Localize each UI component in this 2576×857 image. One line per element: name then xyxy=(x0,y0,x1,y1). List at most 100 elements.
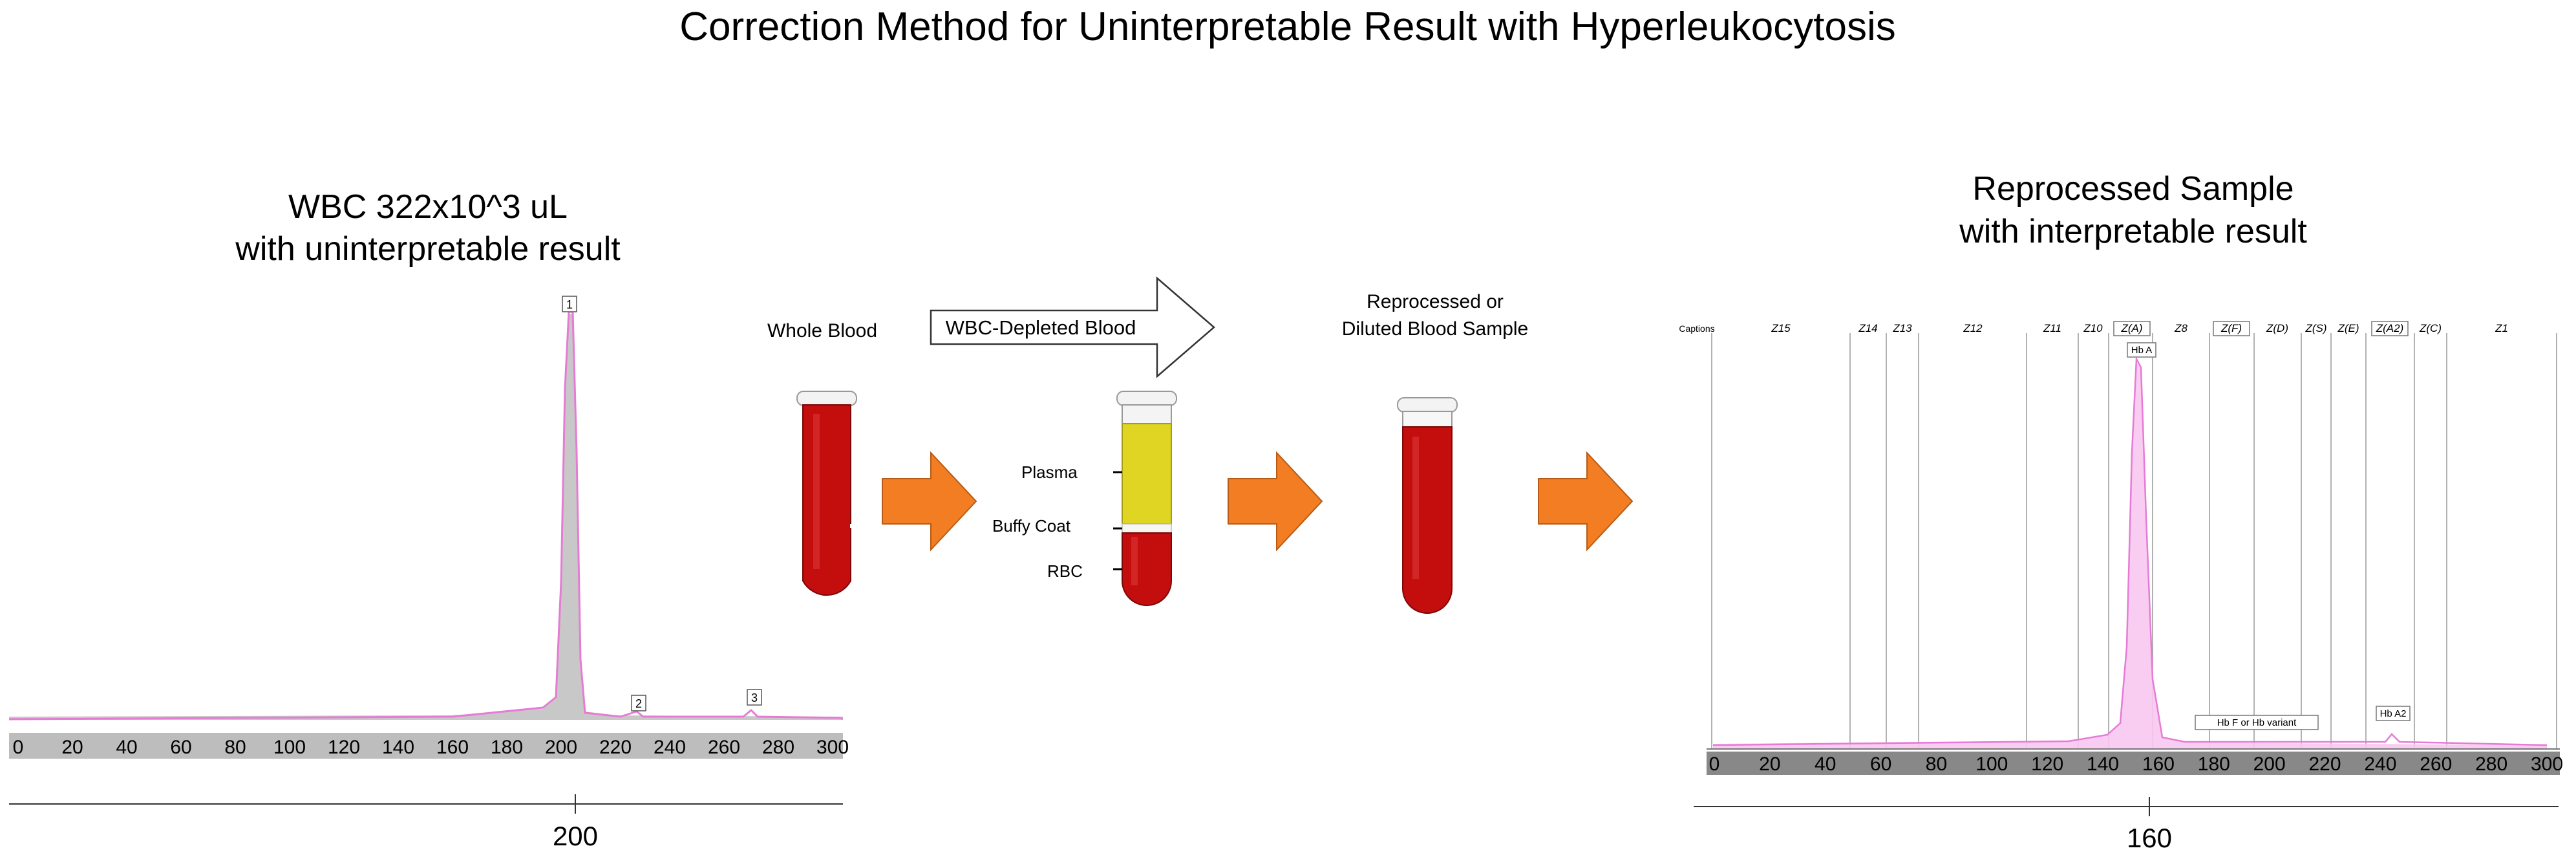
zone-label: Captions xyxy=(1679,323,1714,334)
left-axis-tick-label: 0 xyxy=(13,737,24,758)
zone-label-box xyxy=(2113,321,2151,336)
buffy-coat-label: Buffy Coat xyxy=(992,516,1070,536)
left-axis-tick-label: 40 xyxy=(116,737,137,758)
zone-label: Z11 xyxy=(2043,322,2061,334)
buffy-coat-layer xyxy=(1122,523,1172,534)
right-axis-tick-label: 20 xyxy=(1759,754,1780,775)
plasma-layer xyxy=(1122,423,1172,525)
right-axis-tick-label: 40 xyxy=(1815,754,1836,775)
zone-label: Z13 xyxy=(1892,322,1912,334)
peak-2-box xyxy=(631,695,646,711)
zone-label: Z(C) xyxy=(2419,322,2442,334)
plasma-label: Plasma xyxy=(1021,462,1078,482)
right-ruler-label: 160 xyxy=(2127,823,2172,853)
right-axis-ticks: 0 20 40 60 80 100 120 140 160 180 200 220 240 260 280 3… xyxy=(1709,754,2563,775)
right-axis-tick-label: 0 xyxy=(1709,754,1720,775)
depleted-label: WBC-Depleted Blood xyxy=(946,316,1136,339)
whole-blood-label: Whole Blood xyxy=(767,320,878,342)
orange-arrow-1 xyxy=(882,451,977,552)
hb-a2-label: Hb A2 xyxy=(2380,708,2407,719)
left-axis-tick-label: 180 xyxy=(491,737,523,758)
zone-label: Z(S) xyxy=(2305,322,2326,334)
hb-f-label: Hb F or Hb variant xyxy=(2217,717,2297,728)
zone-label: Z(D) xyxy=(2266,322,2288,334)
zone-label: Z10 xyxy=(2083,322,2103,334)
right-heading-line1: Reprocessed Sample xyxy=(1972,170,2294,208)
zone-label: Z1 xyxy=(2495,322,2508,334)
zone-label: Z8 xyxy=(2174,322,2187,334)
reprocessed-label-line2: Diluted Blood Sample xyxy=(1341,318,1529,340)
right-axis-tick-label: 240 xyxy=(2364,754,2396,775)
left-axis-tick-label: 80 xyxy=(224,737,246,758)
tube-reprocessed xyxy=(1397,397,1458,614)
peak-1-box xyxy=(562,296,577,312)
zone-label: Z14 xyxy=(1858,322,1877,334)
right-axis-tick-label: 200 xyxy=(2253,754,2286,775)
zone-label-box xyxy=(2213,321,2250,336)
right-axis-tick-label: 300 xyxy=(2531,754,2563,775)
right-axis-tick-label: 60 xyxy=(1870,754,1891,775)
right-axis-tick-label: 120 xyxy=(2031,754,2063,775)
hb-a2-box xyxy=(2376,706,2411,721)
left-axis-tick-label: 160 xyxy=(436,737,469,758)
right-axis-tick-label: 140 xyxy=(2087,754,2119,775)
left-axis-tick-label: 200 xyxy=(545,737,577,758)
left-axis-tick-label: 120 xyxy=(328,737,360,758)
left-axis-tick-label: 140 xyxy=(382,737,414,758)
zone-label: Z(F) xyxy=(2220,322,2242,334)
rbc-label: RBC xyxy=(1047,561,1083,581)
right-trace xyxy=(1712,356,2548,746)
left-axis-tick-label: 300 xyxy=(816,737,849,758)
left-axis-tick-label: 20 xyxy=(61,737,83,758)
zone-label: Z(A2) xyxy=(2376,322,2404,334)
zone-label: Z12 xyxy=(1963,322,1983,334)
zone-label: Z15 xyxy=(1771,322,1791,334)
left-trace xyxy=(8,310,844,721)
orange-arrow-2 xyxy=(1228,451,1323,552)
left-ruler-label: 200 xyxy=(553,821,598,851)
right-axis-tick-label: 100 xyxy=(1975,754,2008,775)
left-axis-ticks: 0 20 40 60 80 100 120 140 160 180 200 220 240 260 280 3… xyxy=(13,737,849,758)
right-axis-tick-label: 160 xyxy=(2142,754,2175,775)
left-heading-line1: WBC 322x10^3 uL xyxy=(288,188,568,226)
right-axis-bar xyxy=(1707,752,2560,775)
peak-3-box xyxy=(747,689,762,706)
tube-separated xyxy=(1113,391,1177,606)
peak-2-label: 2 xyxy=(635,697,642,710)
reprocessed-label-line1: Reprocessed or xyxy=(1367,291,1504,312)
left-heading-line2: with uninterpretable result xyxy=(235,230,621,268)
left-axis-tick-label: 260 xyxy=(708,737,740,758)
peak-3-label: 3 xyxy=(751,691,758,704)
right-axis-tick-label: 180 xyxy=(2198,754,2230,775)
right-axis-tick-label: 280 xyxy=(2475,754,2507,775)
hb-a-box xyxy=(2127,342,2156,358)
right-zone-lines xyxy=(1711,333,2557,749)
depleted-outline-arrow xyxy=(930,276,1215,378)
tube-whole-blood xyxy=(796,391,857,596)
left-axis-bar xyxy=(9,733,843,759)
zone-label: Z(A) xyxy=(2120,322,2142,334)
right-axis-tick-label: 260 xyxy=(2420,754,2452,775)
rbc-layer xyxy=(1122,532,1172,606)
zone-label: Z(E) xyxy=(2337,322,2359,334)
right-heading-line2: with interpretable result xyxy=(1959,213,2307,250)
diagram-title: Correction Method for Uninterpretable Re… xyxy=(679,5,1896,49)
zone-label-box xyxy=(2371,321,2409,336)
process-section: WBC-Depleted Blood xyxy=(796,276,1634,614)
left-axis-tick-label: 60 xyxy=(170,737,191,758)
orange-arrow-3 xyxy=(1538,451,1634,552)
left-axis-tick-label: 240 xyxy=(654,737,686,758)
left-peak-fill xyxy=(9,314,840,720)
right-axis-tick-label: 80 xyxy=(1926,754,1947,775)
left-axis-tick-label: 220 xyxy=(599,737,632,758)
hb-a-label: Hb A xyxy=(2131,345,2153,356)
left-chromatogram: 1 2 3 0 20 40 60 80 100 120 140 160 180 200 220 240 2… xyxy=(8,296,849,851)
peak-1-label: 1 xyxy=(566,298,573,311)
left-axis-tick-label: 100 xyxy=(273,737,306,758)
hb-f-box xyxy=(2195,715,2319,730)
left-axis-tick-label: 280 xyxy=(762,737,794,758)
right-zone-labels: Captions Z15 Z14 Z13 Z12 Z11 Z10 Z(A) Z8 Z(F) Z(D)… xyxy=(1679,321,2508,336)
right-axis-tick-label: 220 xyxy=(2309,754,2341,775)
